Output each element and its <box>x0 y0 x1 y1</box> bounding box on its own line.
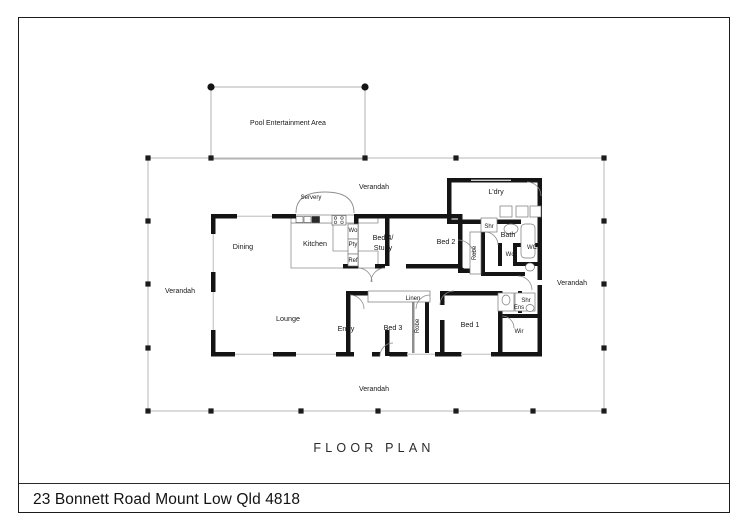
label-bed2: Bed 2 <box>437 237 456 246</box>
house-walls <box>211 178 542 357</box>
label-robe-bed2: Robe <box>472 245 478 260</box>
room-labels: Dining Kitchen Lounge Entry Bed 4/ Study… <box>233 187 538 335</box>
label-laundry: L'dry <box>488 187 504 196</box>
servery-arch: Servery <box>295 191 355 214</box>
label-pantry: Pty <box>349 242 358 248</box>
page-title: FLOOR PLAN <box>313 441 435 455</box>
pool-corner-marker <box>207 83 215 91</box>
label-lounge: Lounge <box>276 314 300 323</box>
fixture-labels: Shr Shr Robe Robe Pty Ref Wo <box>348 224 530 333</box>
verandah-left-label: Verandah <box>165 288 195 295</box>
pool-area-label: Pool Entertainment Area <box>250 120 326 127</box>
window-bottom-lounge <box>235 353 273 355</box>
window-left-lounge <box>212 292 214 330</box>
label-linen: Linen <box>406 296 421 302</box>
address-divider <box>19 483 729 484</box>
linen-box <box>367 290 431 303</box>
label-bed1: Bed 1 <box>461 320 480 329</box>
bathtub-icon <box>520 223 536 259</box>
washer-icon <box>515 205 529 218</box>
property-address: 23 Bonnett Road Mount Low Qld 4818 <box>33 491 301 508</box>
label-wc-main: Wc <box>506 252 515 258</box>
label-robe-bed3: Robe <box>415 318 421 333</box>
label-fridge: Ref <box>348 258 358 264</box>
door-swings <box>349 181 542 357</box>
label-bed3: Bed 3 <box>384 323 403 332</box>
label-entry: Entry <box>338 324 355 333</box>
window-top-dining <box>237 215 272 217</box>
label-bath: Bath <box>501 230 516 239</box>
servery-label: Servery <box>301 195 322 201</box>
fixture-details <box>347 205 542 312</box>
verandah-boundary: Verandah Verandah Verandah Verandah <box>145 155 607 414</box>
label-shower-ens: Shr <box>521 298 530 304</box>
fridge-box <box>347 253 359 267</box>
window-laundry <box>471 179 511 181</box>
toilet-ens-icon <box>501 294 511 306</box>
verandah-bottom-label: Verandah <box>359 386 389 393</box>
verandah-top-label: Verandah <box>359 184 389 191</box>
verandah-right-label: Verandah <box>557 280 587 287</box>
dryer-icon <box>529 205 542 218</box>
label-kitchen: Kitchen <box>303 239 327 248</box>
boundary-markers <box>145 155 607 414</box>
kitchen-appliances <box>295 215 347 226</box>
window-left-dining <box>212 234 214 272</box>
pool-corner-marker <box>361 83 369 91</box>
laundry-tub <box>499 205 513 218</box>
cooktop-icon <box>331 215 347 226</box>
toilet-bath-icon <box>525 262 535 272</box>
basin-icon <box>503 223 519 235</box>
pool-entertainment-area: Pool Entertainment Area <box>207 83 369 160</box>
label-ensuite: Ens <box>514 305 524 311</box>
label-wc-bath: WC <box>527 245 538 251</box>
shower-bath-box <box>480 217 498 233</box>
label-wir: Wir <box>515 329 524 335</box>
sink-icon <box>311 216 320 223</box>
label-bed4-study-2: Study <box>374 243 393 252</box>
label-bed4-study: Bed 4/ <box>373 233 394 242</box>
label-wall-oven: Wo <box>349 228 359 234</box>
label-dining: Dining <box>233 242 253 251</box>
robe-bed2-box <box>469 231 482 275</box>
label-shower-bath: Shr <box>484 224 493 230</box>
ens-basin-icon <box>525 304 535 312</box>
